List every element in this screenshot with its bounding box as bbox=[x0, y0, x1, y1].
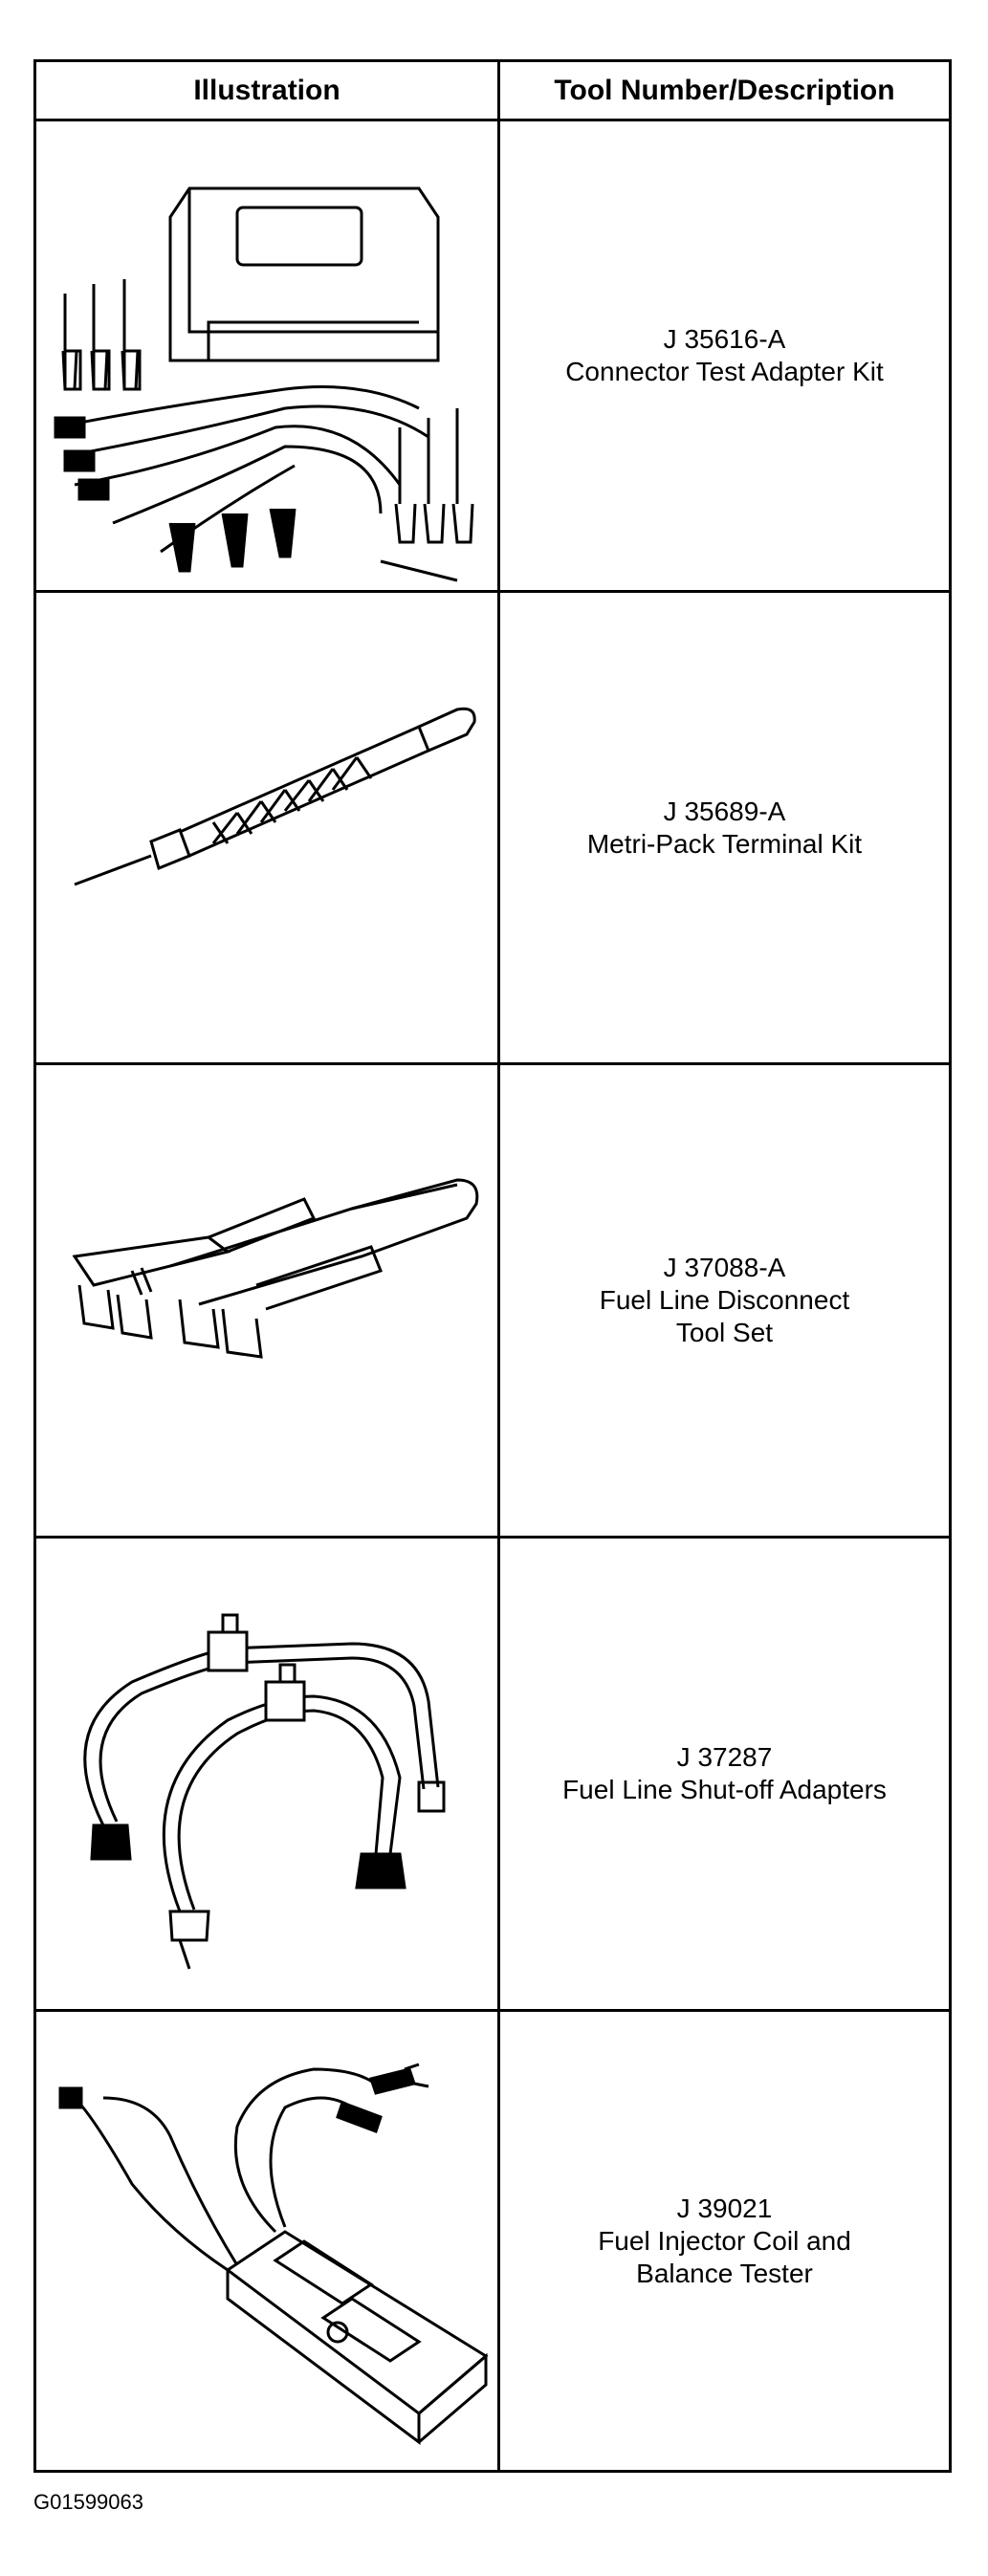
tool-description: J 37088-A Fuel Line Disconnect Tool Set bbox=[500, 1065, 949, 1536]
tool-name-line-2: Tool Set bbox=[675, 1318, 774, 1347]
tool-description: J 35616-A Connector Test Adapter Kit bbox=[500, 121, 949, 590]
fuel-line-disconnect-tool-icon bbox=[36, 1065, 497, 1536]
tool-description: J 39021 Fuel Injector Coil and Balance T… bbox=[500, 2012, 949, 2470]
fuel-injector-tester-icon bbox=[36, 2012, 497, 2470]
tool-description: J 37287 Fuel Line Shut-off Adapters bbox=[500, 1539, 949, 2009]
tool-name-line-1: Fuel Line Disconnect bbox=[599, 1285, 850, 1315]
figure-id: G01599063 bbox=[33, 2490, 143, 2514]
tool-name-line-2: Balance Tester bbox=[636, 2258, 813, 2288]
tool-name-line-1: Fuel Injector Coil and bbox=[598, 2225, 851, 2256]
column-divider bbox=[497, 62, 500, 2470]
tools-table: Illustration Tool Number/Description bbox=[33, 59, 952, 2473]
header-illustration: Illustration bbox=[193, 74, 340, 106]
metri-pack-terminal-tool-icon bbox=[36, 593, 497, 1062]
table-row: J 39021 Fuel Injector Coil and Balance T… bbox=[36, 2012, 949, 2470]
table-row: J 37287 Fuel Line Shut-off Adapters bbox=[36, 1539, 949, 2012]
table-row: J 35616-A Connector Test Adapter Kit bbox=[36, 121, 949, 593]
tool-number: J 37088-A bbox=[663, 1253, 786, 1282]
table-header: Illustration Tool Number/Description bbox=[36, 62, 949, 121]
tool-number: J 35616-A bbox=[663, 324, 786, 354]
tool-number: J 35689-A bbox=[663, 796, 786, 826]
tool-number: J 37287 bbox=[676, 1742, 773, 1772]
tool-name: Fuel Line Shut-off Adapters bbox=[562, 1775, 887, 1804]
tool-number: J 39021 bbox=[676, 2193, 773, 2223]
tool-name: Metri-Pack Terminal Kit bbox=[586, 828, 863, 859]
fuel-line-shutoff-adapters-icon bbox=[36, 1539, 497, 2009]
header-tool-description: Tool Number/Description bbox=[554, 74, 895, 106]
connector-test-adapter-kit-icon bbox=[36, 121, 497, 590]
table-row: J 37088-A Fuel Line Disconnect Tool Set bbox=[36, 1065, 949, 1539]
tool-description: J 35689-A Metri-Pack Terminal Kit bbox=[500, 593, 949, 1062]
tool-name: Connector Test Adapter Kit bbox=[565, 357, 884, 386]
table-row: J 35689-A Metri-Pack Terminal Kit bbox=[36, 593, 949, 1065]
